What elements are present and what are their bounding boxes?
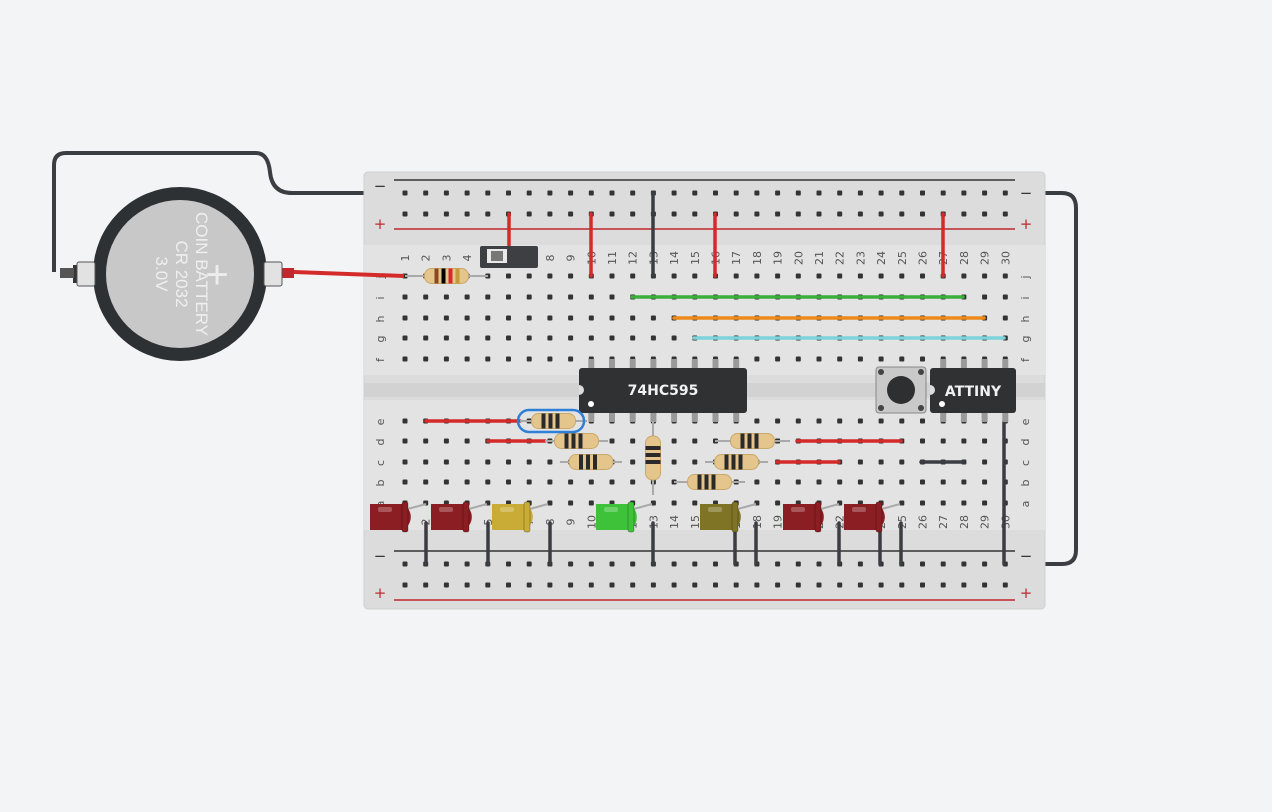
column-number-top: 9 [565, 255, 578, 262]
column-number-bottom: 29 [979, 515, 992, 529]
column-number-bottom: 27 [937, 515, 950, 529]
row-letter-right: h [1019, 315, 1032, 322]
rail-ground-wire[interactable] [1004, 191, 1078, 566]
column-number-top: 14 [668, 251, 681, 265]
row-letter-right: i [1019, 296, 1032, 299]
chip-attiny[interactable]: ATTINY [930, 359, 1016, 422]
column-number-top: 24 [875, 251, 888, 265]
led[interactable] [844, 501, 901, 533]
battery-positive-wire[interactable] [293, 270, 405, 278]
column-number-top: 1 [399, 255, 412, 262]
slide-switch[interactable] [480, 246, 538, 268]
rail-minus-label: − [1020, 547, 1033, 565]
resistor[interactable] [715, 433, 790, 449]
resistor[interactable] [674, 474, 745, 490]
column-number-bottom: 15 [689, 515, 702, 529]
battery-plus-icon: + [205, 253, 228, 297]
row-letter-left: e [374, 418, 387, 425]
column-number-top: 3 [440, 255, 453, 262]
column-number-top: 2 [420, 255, 433, 262]
rail-plus-label: + [374, 584, 387, 602]
rail-plus-label: + [1020, 215, 1033, 233]
row-letter-left: g [374, 336, 387, 343]
column-number-bottom: 19 [772, 515, 785, 529]
row-letter-left: i [374, 296, 387, 299]
column-number-top: 19 [772, 251, 785, 265]
resistor[interactable] [520, 413, 587, 429]
column-number-top: 26 [917, 251, 930, 265]
column-number-top: 17 [730, 251, 743, 265]
rail-plus-label: + [374, 215, 387, 233]
row-letter-right: c [1019, 460, 1032, 466]
row-letter-left: h [374, 315, 387, 322]
row-letter-right: f [1019, 357, 1032, 362]
battery-ground-wire[interactable] [52, 151, 408, 272]
column-number-top: 15 [689, 251, 702, 265]
column-number-bottom: 26 [917, 515, 930, 529]
led[interactable] [370, 501, 427, 533]
column-number-top: 20 [792, 251, 805, 265]
led[interactable] [431, 501, 488, 533]
row-letter-right: j [1019, 275, 1032, 279]
row-letter-right: b [1019, 479, 1032, 486]
column-number-top: 12 [627, 251, 640, 265]
row-letter-left: d [374, 439, 387, 446]
led[interactable] [492, 501, 549, 533]
rail-minus-label: − [374, 547, 387, 565]
row-letter-right: a [1019, 501, 1032, 508]
row-letter-right: d [1019, 439, 1032, 446]
row-letter-left: j [374, 275, 387, 279]
coin-battery[interactable]: COIN BATTERY CR 2032 3.0V + [60, 187, 294, 361]
resistor[interactable] [560, 454, 622, 470]
column-number-top: 30 [999, 251, 1012, 265]
pushbutton[interactable] [875, 366, 927, 414]
column-number-top: 25 [896, 251, 909, 265]
led[interactable] [596, 501, 653, 533]
chip-attiny-label: ATTINY [945, 384, 1002, 400]
row-letter-right: e [1019, 418, 1032, 425]
column-number-bottom: 30 [999, 515, 1012, 529]
column-number-top: 29 [979, 251, 992, 265]
column-number-top: 22 [834, 251, 847, 265]
row-letter-left: b [374, 479, 387, 486]
chip-74hc595[interactable]: 74HC595 [579, 359, 747, 422]
battery-label-line2: CR 2032 [172, 240, 191, 307]
battery-label-line1: COIN BATTERY [192, 212, 211, 336]
chip-74hc595-label: 74HC595 [628, 383, 699, 399]
row-letter-right: g [1019, 336, 1032, 343]
led[interactable] [783, 501, 840, 533]
row-letter-left: f [374, 357, 387, 362]
column-number-bottom: 28 [958, 515, 971, 529]
rail-plus-label: + [1020, 584, 1033, 602]
resistor[interactable] [645, 421, 661, 495]
column-number-bottom: 14 [668, 515, 681, 529]
column-number-top: 11 [606, 251, 619, 265]
column-number-top: 21 [813, 251, 826, 265]
rail-minus-label: − [1020, 184, 1033, 202]
resistor[interactable] [545, 433, 608, 449]
column-number-top: 18 [751, 251, 764, 265]
column-number-top: 28 [958, 251, 971, 265]
resistor[interactable] [405, 268, 488, 284]
resistor[interactable] [705, 454, 768, 470]
led[interactable] [700, 501, 757, 533]
rail-minus-label: − [374, 177, 387, 195]
battery-label-line3: 3.0V [152, 257, 171, 293]
column-number-bottom: 10 [585, 515, 598, 529]
row-letter-left: c [374, 460, 387, 466]
column-number-bottom: 9 [565, 519, 578, 526]
column-number-top: 4 [461, 255, 474, 262]
column-number-top: 8 [544, 255, 557, 262]
column-number-top: 23 [854, 251, 867, 265]
selection-outline [516, 408, 586, 434]
